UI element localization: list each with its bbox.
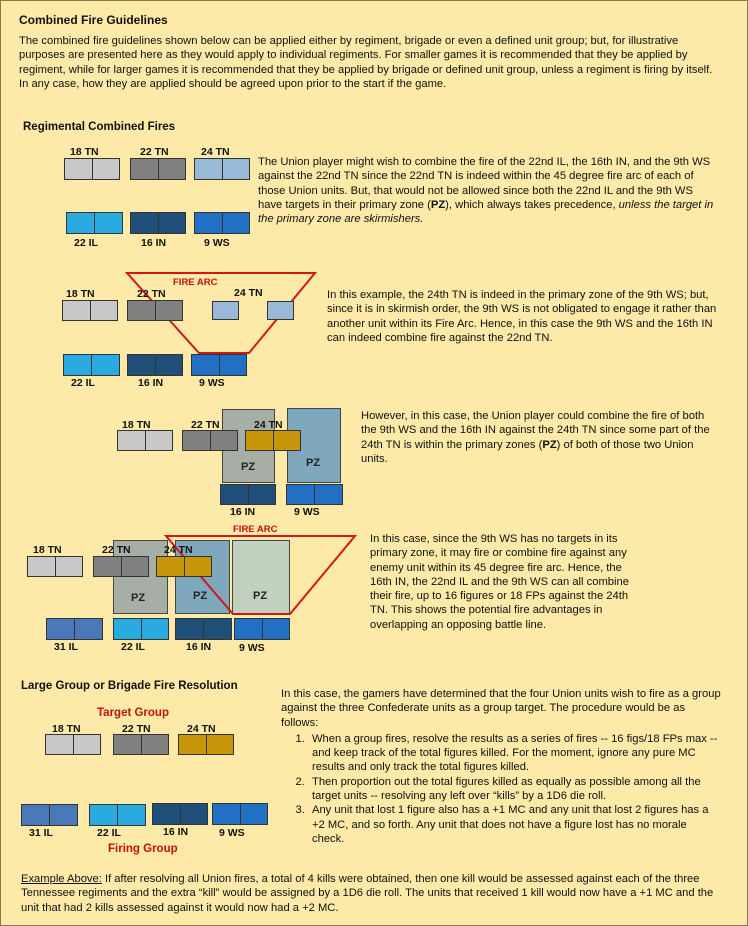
pz-label: PZ [131, 592, 146, 604]
group-intro: In this case, the gamers have determined… [281, 688, 721, 729]
unit-9ws [234, 618, 290, 640]
unit-22tn [127, 300, 183, 321]
unit-18tn [64, 158, 120, 180]
unit-24tn [178, 734, 234, 755]
pz-label: PZ [193, 590, 208, 602]
unit-label-16in: 16 IN [230, 506, 256, 518]
unit-22il [63, 354, 120, 376]
example-4-text: In this case, since the 9th WS has no ta… [370, 533, 629, 631]
example-above-label: Example Above: [21, 873, 102, 885]
unit-22tn [93, 556, 149, 577]
unit-24tn-skirmish-right [267, 301, 294, 320]
unit-label-22il: 22 IL [97, 827, 121, 839]
unit-16in [175, 618, 232, 640]
unit-label-16in: 16 IN [163, 826, 189, 838]
unit-18tn [27, 556, 83, 577]
unit-label-22tn: 22 TN [137, 288, 166, 300]
unit-16in [220, 484, 276, 505]
unit-label-18tn: 18 TN [122, 419, 151, 431]
unit-16in [127, 354, 183, 376]
unit-label-24tn: 24 TN [254, 419, 283, 431]
unit-22il [89, 804, 146, 826]
unit-label-18tn: 18 TN [70, 146, 99, 158]
pz-label: PZ [306, 457, 321, 469]
fire-arc-outline [163, 535, 358, 615]
unit-9ws [191, 354, 247, 376]
unit-9ws [286, 484, 343, 505]
unit-label-22tn: 22 TN [140, 146, 169, 158]
example-1-text: The Union player might wish to combine t… [258, 156, 714, 226]
unit-label-18tn: 18 TN [33, 544, 62, 556]
unit-label-22tn: 22 TN [102, 544, 131, 556]
unit-31il [46, 618, 103, 640]
section-title-large-group: Large Group or Brigade Fire Resolution [21, 680, 238, 692]
unit-label-16in: 16 IN [138, 377, 164, 389]
example-3-text: However, in this case, the Union player … [361, 410, 710, 465]
unit-label-22tn: 22 TN [191, 419, 220, 431]
primary-zone-22il [113, 540, 168, 614]
fire-arc-label: FIRE ARC [173, 277, 218, 288]
page-title: Combined Fire Guidelines [19, 13, 168, 27]
unit-22il [113, 618, 169, 640]
unit-22tn [182, 430, 238, 451]
unit-16in [130, 212, 186, 234]
fire-arc-outline [124, 272, 318, 354]
unit-label-22il: 22 IL [71, 377, 95, 389]
unit-label-16in: 16 IN [186, 641, 212, 653]
unit-label-22il: 22 IL [121, 641, 145, 653]
pz-label: PZ [253, 590, 268, 602]
unit-22tn [130, 158, 186, 180]
unit-label-24tn: 24 TN [201, 146, 230, 158]
unit-31il [21, 804, 78, 826]
unit-label-22tn: 22 TN [122, 723, 151, 735]
unit-22tn [113, 734, 169, 755]
unit-24tn [156, 556, 212, 577]
unit-9ws [212, 803, 268, 825]
procedure-step: When a group fires, resolve the results … [308, 732, 721, 775]
unit-label-22il: 22 IL [74, 237, 98, 249]
target-group-label: Target Group [97, 707, 169, 719]
unit-18tn [45, 734, 101, 755]
unit-18tn [62, 300, 118, 321]
firing-group-label: Firing Group [108, 843, 178, 855]
unit-label-9ws: 9 WS [199, 377, 225, 389]
unit-label-9ws: 9 WS [294, 506, 320, 518]
primary-zone-9ws [232, 540, 290, 614]
unit-label-24tn: 24 TN [187, 723, 216, 735]
fire-arc-label: FIRE ARC [233, 524, 278, 535]
pz-label: PZ [241, 461, 256, 473]
unit-16in [152, 803, 208, 825]
unit-label-18tn: 18 TN [52, 723, 81, 735]
unit-label-24tn: 24 TN [234, 287, 263, 299]
unit-label-31il: 31 IL [54, 641, 78, 653]
procedure-step: Any unit that lost 1 figure also has a +… [308, 803, 721, 846]
unit-label-24tn: 24 TN [164, 544, 193, 556]
intro-paragraph: The combined fire guidelines shown below… [19, 35, 713, 90]
unit-label-9ws: 9 WS [204, 237, 230, 249]
unit-24tn [245, 430, 301, 451]
unit-22il [66, 212, 123, 234]
unit-18tn [117, 430, 173, 451]
section-title-regimental: Regimental Combined Fires [23, 121, 176, 133]
procedure-steps: When a group fires, resolve the results … [281, 732, 721, 846]
unit-label-16in: 16 IN [141, 237, 167, 249]
unit-24tn [194, 158, 250, 180]
example-above-paragraph: Example Above: If after resolving all Un… [21, 873, 714, 914]
unit-label-31il: 31 IL [29, 827, 53, 839]
procedure-step: Then proportion out the total figures ki… [308, 775, 721, 804]
unit-24tn-skirmish-left [212, 301, 239, 320]
unit-9ws [194, 212, 250, 234]
example-2-text: In this example, the 24th TN is indeed i… [327, 289, 717, 344]
unit-label-9ws: 9 WS [219, 827, 245, 839]
unit-label-9ws: 9 WS [239, 642, 265, 654]
unit-label-18tn: 18 TN [66, 288, 95, 300]
group-text: In this case, the gamers have determined… [281, 687, 721, 846]
